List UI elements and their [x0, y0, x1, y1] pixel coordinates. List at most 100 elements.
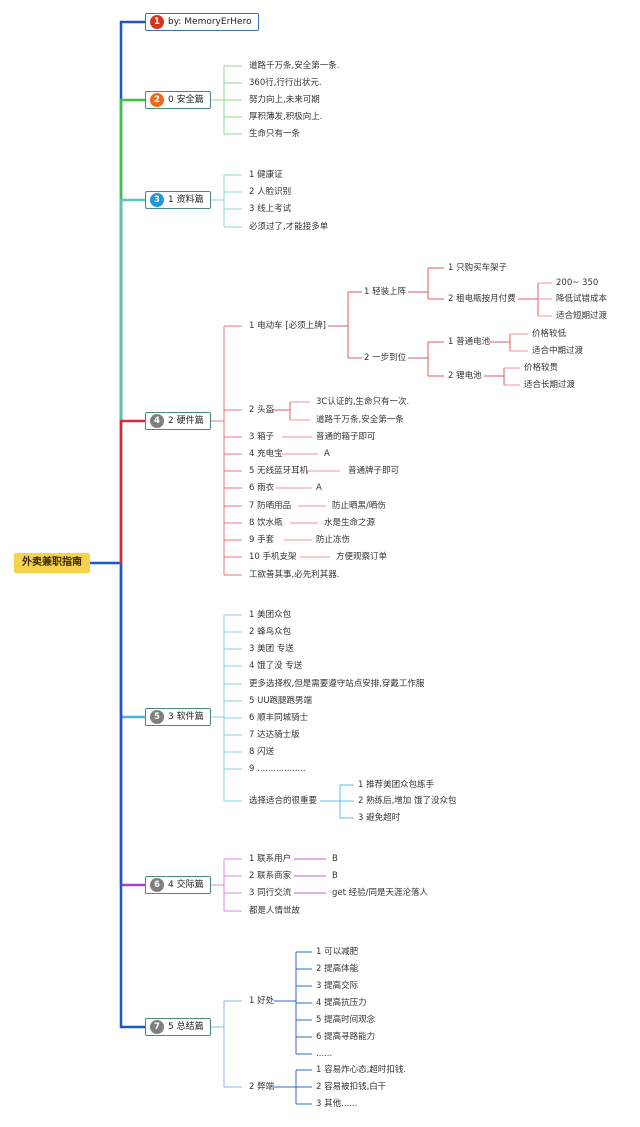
- topic-label[interactable]: 2 蜂鸟众包: [249, 627, 292, 637]
- branch-label: 0 安全篇: [168, 95, 204, 105]
- topic-label[interactable]: 8 闪送: [249, 747, 275, 757]
- number-badge: 3: [150, 193, 164, 207]
- sub-topic-label[interactable]: get 经验/同是天涯沦落人: [332, 888, 429, 898]
- topic-label[interactable]: 3 同行交流: [249, 888, 292, 898]
- connector: [119, 98, 145, 563]
- sub-topic-label[interactable]: 3 避免超时: [358, 813, 401, 823]
- topic-label[interactable]: 1 美团众包: [249, 610, 292, 620]
- number-badge: 5: [150, 710, 164, 724]
- topic-label[interactable]: 努力向上,未来可期: [249, 95, 320, 105]
- sub-topic-label[interactable]: 5 提高时间观念: [316, 1015, 376, 1025]
- topic-label[interactable]: 厚积薄发,积极向上.: [249, 112, 323, 122]
- sub-topic-label[interactable]: 1 普通电池: [448, 337, 491, 347]
- topic-label[interactable]: 3 线上考试: [249, 204, 292, 214]
- sub-topic-label[interactable]: 1 轻装上阵: [364, 287, 407, 297]
- sub-topic-label[interactable]: 适合中期过渡: [532, 346, 584, 356]
- sub-topic-label[interactable]: 2 熟练后,增加 饿了没众包: [358, 796, 457, 806]
- topic-label[interactable]: 9 ..................: [249, 764, 306, 774]
- sub-topic-label[interactable]: 200~ 350: [556, 278, 599, 288]
- sub-topic-label[interactable]: 3C认证的,生命只有一次.: [316, 397, 410, 407]
- topic-label[interactable]: 1 健康证: [249, 170, 283, 180]
- sub-topic-label[interactable]: 1 推荐美团众包练手: [358, 780, 435, 790]
- sub-topic-label[interactable]: 降低试错成本: [556, 294, 608, 304]
- topic-label[interactable]: 5 无线蓝牙耳机: [249, 466, 309, 476]
- sub-topic-label[interactable]: ......: [316, 1049, 333, 1059]
- topic-label[interactable]: 2 弊端: [249, 1082, 275, 1092]
- sub-topic-label[interactable]: 价格较低: [532, 329, 567, 339]
- branch-label: 4 交际篇: [168, 880, 204, 890]
- topic-label[interactable]: 1 联系用户: [249, 854, 292, 864]
- sub-topic-label[interactable]: A: [324, 449, 330, 459]
- sub-topic-label[interactable]: 1 可以减肥: [316, 947, 359, 957]
- sub-topic-label[interactable]: 2 容易被扣钱,白干: [316, 1082, 387, 1092]
- connector: [119, 20, 145, 563]
- topic-label[interactable]: 9 手套: [249, 535, 275, 545]
- topic-label[interactable]: 6 顺丰同城骑士: [249, 713, 309, 723]
- sub-topic-label[interactable]: 1 只购买车架子: [448, 263, 508, 273]
- branch-label: 3 软件篇: [168, 712, 204, 722]
- sub-topic-label[interactable]: B: [332, 871, 338, 881]
- sub-topic-label[interactable]: 6 提高寻路能力: [316, 1032, 376, 1042]
- sub-topic-label[interactable]: 2 一步到位: [364, 353, 407, 363]
- topic-label[interactable]: 6 雨衣: [249, 483, 275, 493]
- topic-label[interactable]: 生命只有一条: [249, 129, 301, 139]
- connector: [119, 563, 145, 1029]
- sub-topic-label[interactable]: 道路千万条,安全第一条: [316, 415, 404, 425]
- sub-topic-label[interactable]: 1 容易炸心态,超时扣钱.: [316, 1065, 407, 1075]
- sub-topic-label[interactable]: 4 提高抗压力: [316, 998, 367, 1008]
- sub-topic-label[interactable]: 适合长期过渡: [524, 380, 576, 390]
- sub-topic-label[interactable]: 2 租电瓶按月付费: [448, 294, 516, 304]
- topic-label[interactable]: 4 饿了没 专送: [249, 661, 303, 671]
- sub-topic-label[interactable]: 防止晒黑/晒伤: [332, 501, 386, 511]
- sub-topic-label[interactable]: B: [332, 854, 338, 864]
- topic-label[interactable]: 道路千万条,安全第一条.: [249, 61, 340, 71]
- sub-topic-label[interactable]: 普通的箱子即可: [316, 432, 376, 442]
- sub-topic-label[interactable]: 价格较贵: [524, 363, 559, 373]
- topic-label[interactable]: 7 达达骑士版: [249, 730, 300, 740]
- topic-label[interactable]: 10 手机支架: [249, 552, 297, 562]
- topic-label[interactable]: 5 UU跑腿跑男端: [249, 696, 313, 706]
- sub-topic-label[interactable]: 水是生命之源: [324, 518, 376, 528]
- branch-node-6[interactable]: 6 4 交际篇: [145, 876, 211, 894]
- topic-label[interactable]: 2 联系商家: [249, 871, 292, 881]
- topic-label[interactable]: 选择适合的很重要: [249, 796, 318, 806]
- topic-label[interactable]: 2 人脸识别: [249, 187, 292, 197]
- sub-topic-label[interactable]: 适合短期过渡: [556, 311, 608, 321]
- root-node[interactable]: 外卖兼职指南: [14, 553, 90, 573]
- topic-label[interactable]: 都是人情世故: [249, 906, 301, 916]
- topic-label[interactable]: 工欲善其事,必先利其器.: [249, 570, 340, 580]
- topic-label[interactable]: 3 美团 专送: [249, 644, 294, 654]
- sub-topic-label[interactable]: 2 锂电池: [448, 371, 482, 381]
- topic-label[interactable]: 360行,行行出状元.: [249, 78, 322, 88]
- number-badge: 6: [150, 878, 164, 892]
- topic-label[interactable]: 更多选择权,但是需要遵守站点安排,穿戴工作服: [249, 679, 425, 689]
- sub-topic-label[interactable]: A: [316, 483, 322, 493]
- topic-label[interactable]: 8 饮水瓶: [249, 518, 283, 528]
- sub-topic-label[interactable]: 2 提高体能: [316, 964, 359, 974]
- branch-node-1[interactable]: 1 by: MemoryErHero: [145, 13, 259, 31]
- topic-label[interactable]: 3 箱子: [249, 432, 275, 442]
- sub-topic-label[interactable]: 3 其他......: [316, 1099, 358, 1109]
- topic-label[interactable]: 7 防晒用品: [249, 501, 292, 511]
- topic-label[interactable]: 1 好处: [249, 996, 275, 1006]
- connector: [119, 419, 145, 563]
- topic-label[interactable]: 4 充电宝: [249, 449, 283, 459]
- topic-label[interactable]: 1 电动车 [必须上牌]: [249, 321, 326, 331]
- branch-label: 2 硬件篇: [168, 416, 204, 426]
- sub-topic-label[interactable]: 方便观察订单: [336, 552, 388, 562]
- branch-node-5[interactable]: 5 3 软件篇: [145, 708, 211, 726]
- number-badge: 7: [150, 1020, 164, 1034]
- topic-label[interactable]: 必须过了,才能接多单: [249, 222, 329, 232]
- topic-label[interactable]: 2 头盔: [249, 405, 275, 415]
- number-badge: 1: [150, 15, 164, 29]
- sub-topic-label[interactable]: 防止冻伤: [316, 535, 351, 545]
- branch-label: by: MemoryErHero: [168, 17, 252, 27]
- sub-topic-label[interactable]: 普通牌子即可: [348, 466, 400, 476]
- sub-topic-label[interactable]: 3 提高交际: [316, 981, 359, 991]
